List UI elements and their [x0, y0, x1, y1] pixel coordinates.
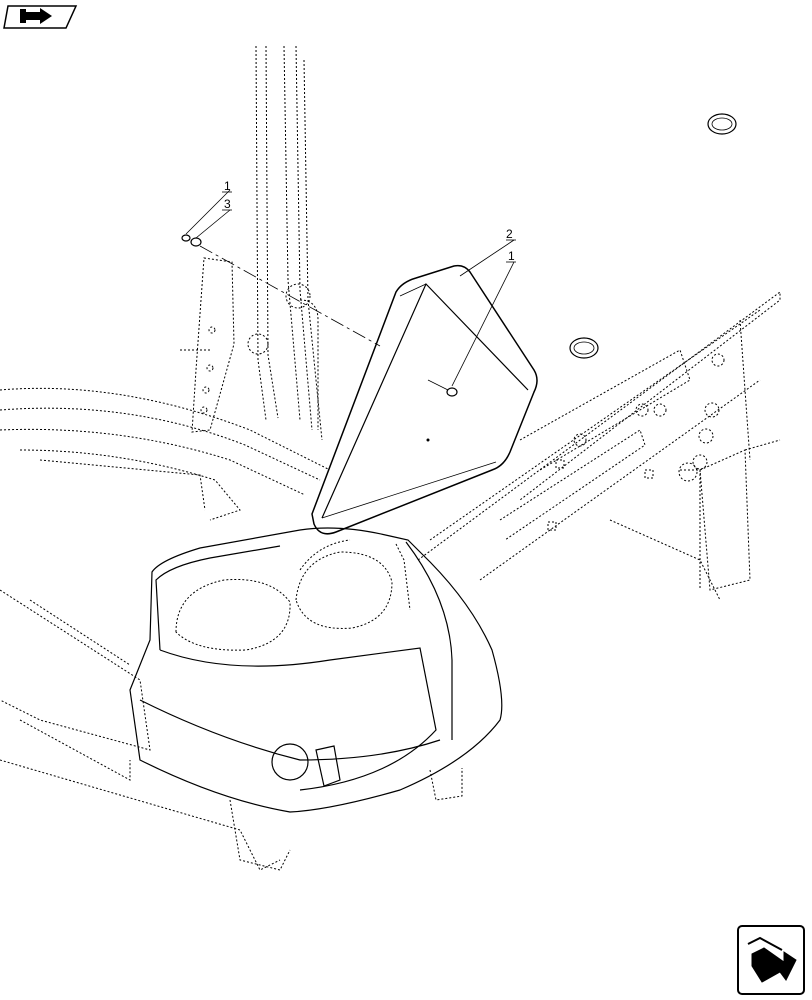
callout-washer-lower: 3: [195, 197, 232, 239]
triangular-panel: [311, 264, 538, 535]
instrument-cluster: [129, 527, 503, 813]
callout-label: 3: [224, 197, 231, 211]
assembly-line: [199, 245, 381, 347]
housing-background: [0, 387, 331, 871]
callout-panel: 2: [459, 227, 516, 277]
rear-frame: [417, 291, 781, 601]
hinge-bracket: [180, 257, 311, 433]
callout-label: 2: [506, 227, 513, 241]
round-plug-upper: [707, 113, 737, 135]
callout-label: 1: [508, 249, 515, 263]
callout-washer-upper: 1: [185, 179, 232, 235]
round-plug-middle: [569, 337, 599, 359]
callout-label: 1: [224, 179, 231, 193]
callout-screw: 1: [451, 249, 516, 387]
cab-pillar: [255, 45, 323, 441]
book-with-arrow-icon[interactable]: [3, 5, 78, 29]
screw: [427, 379, 458, 397]
next-page-arrow-icon[interactable]: [737, 925, 805, 995]
